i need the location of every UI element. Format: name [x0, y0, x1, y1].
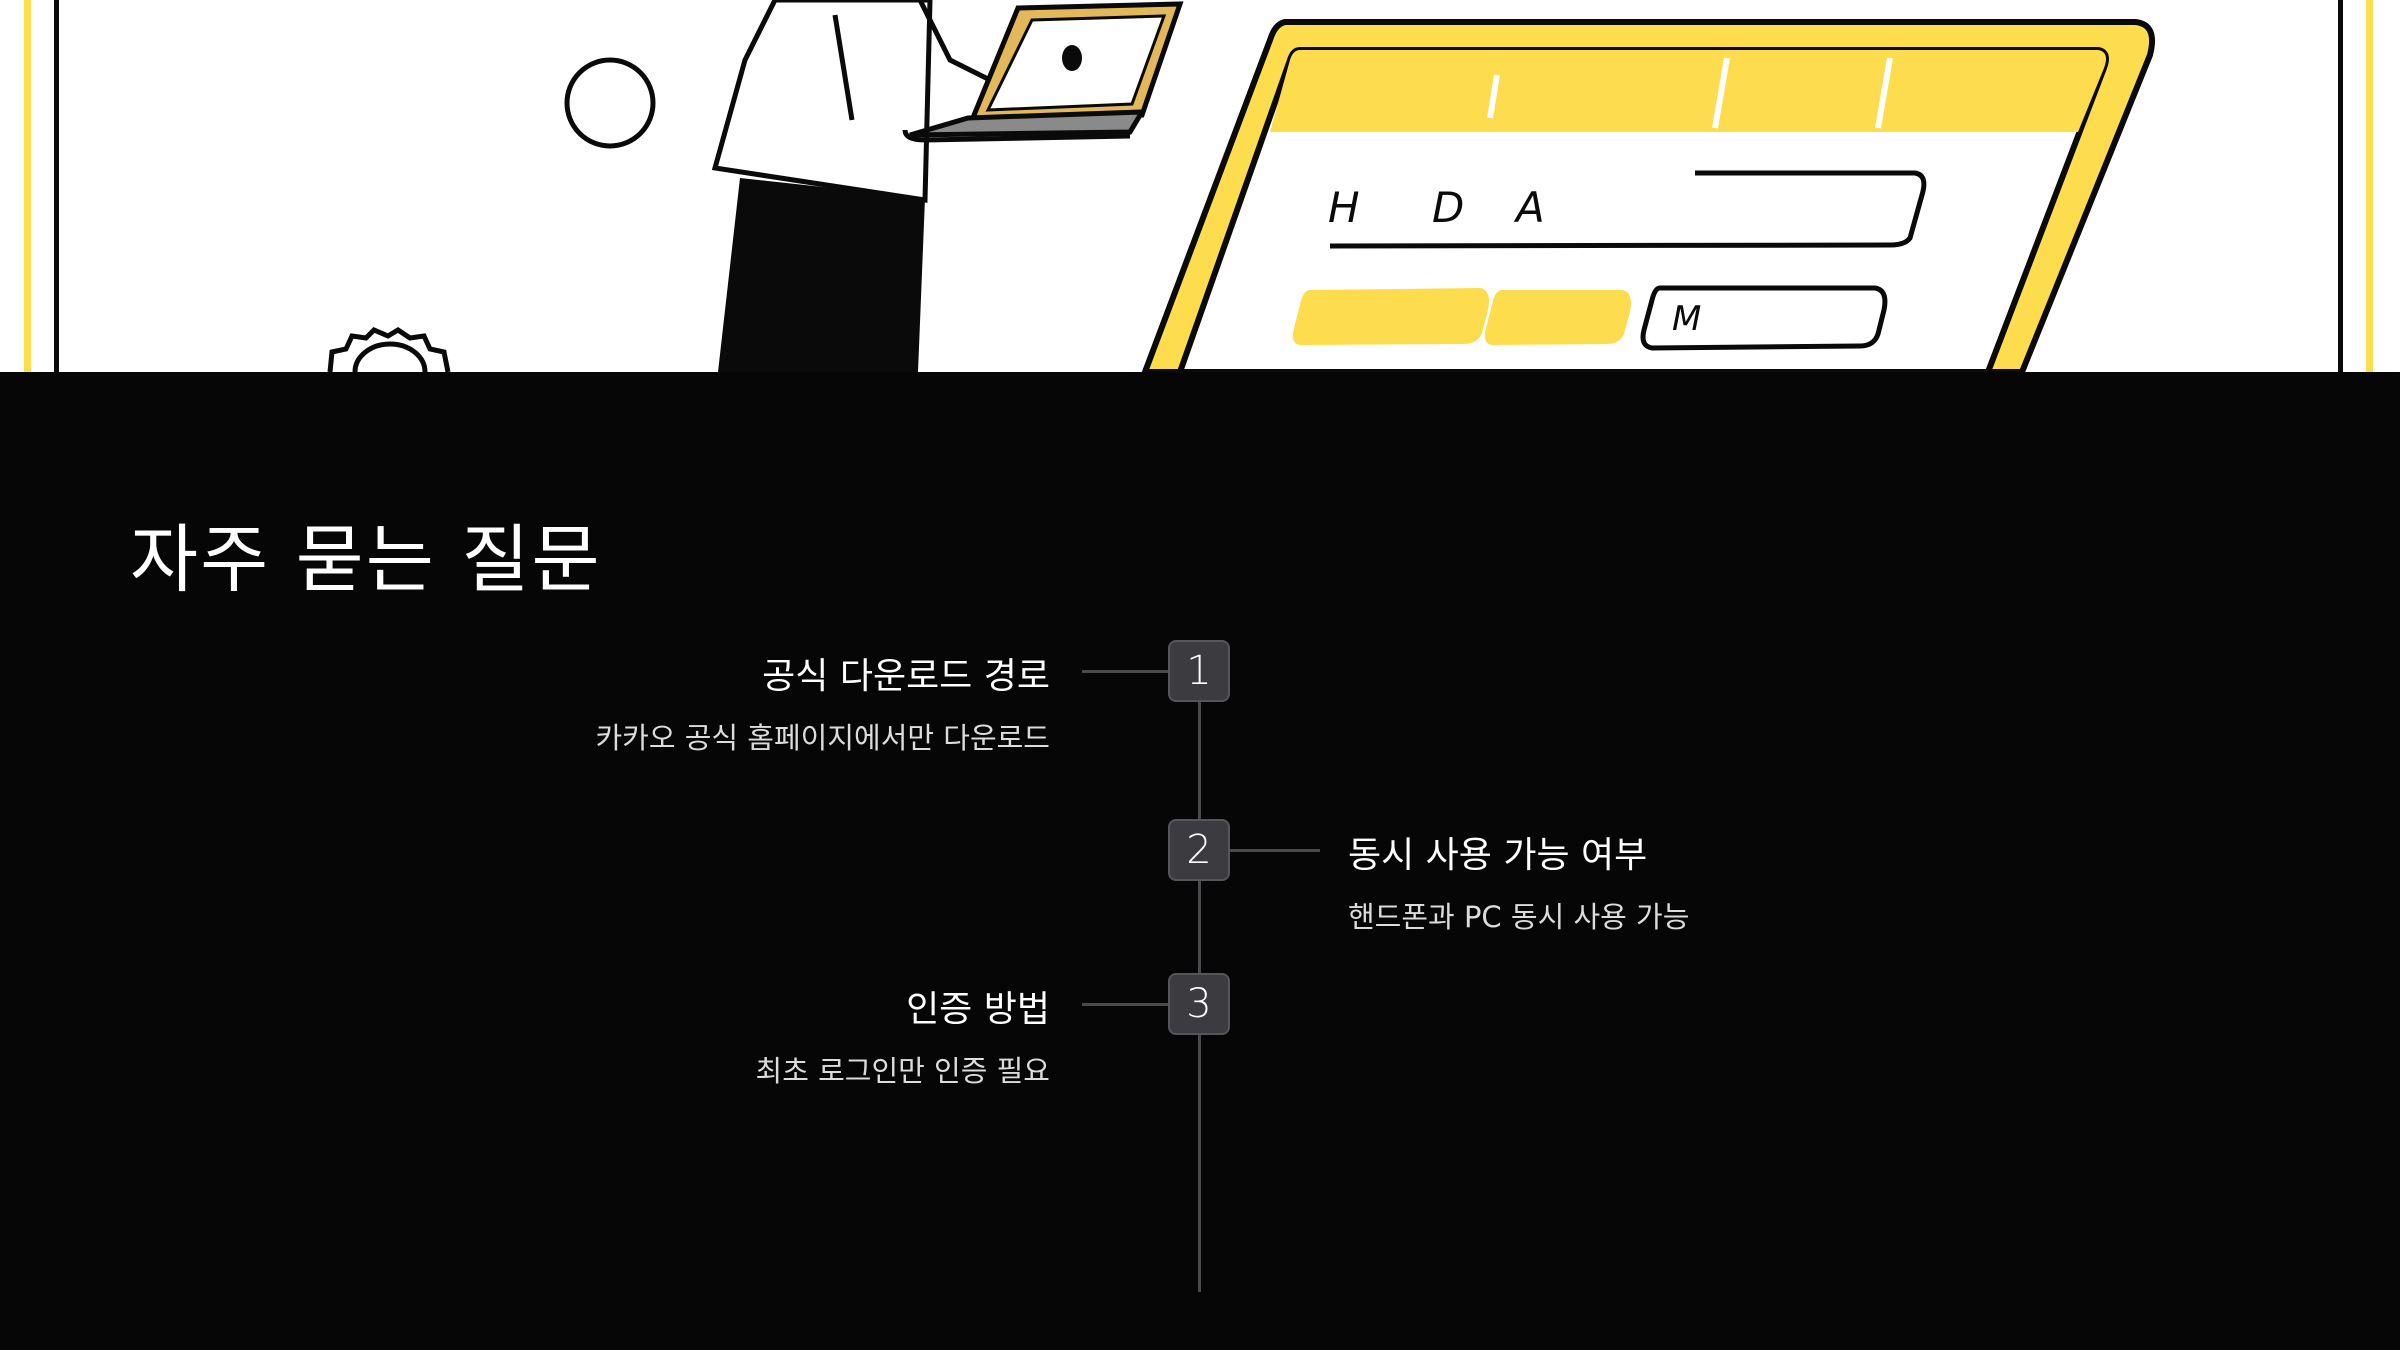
form-letter-a: A [1513, 183, 1545, 232]
laptop-icon [902, 1, 1184, 143]
faq-answer-2: 핸드폰과 PC 동시 사용 가능 [1348, 900, 1690, 934]
faq-answer-3: 최초 로그인만 인증 필요 [755, 1054, 1050, 1088]
circle-doodle-icon [564, 57, 656, 149]
step-badge-2: 2 [1168, 819, 1230, 881]
connector-1 [1082, 670, 1172, 673]
form-letter-d: D [1432, 183, 1464, 232]
connector-3 [1082, 1003, 1172, 1006]
form-field-letter: M [1672, 299, 1701, 339]
form-window-illustration: H D A M [1141, 19, 2156, 372]
connector-2 [1230, 849, 1320, 852]
step-badge-3: 3 [1168, 973, 1230, 1035]
hero-illustration-svg: H D A M [24, 0, 2373, 372]
form-letter-h: H [1328, 183, 1360, 232]
faq-title: 자주 묻는 질문 [130, 517, 602, 603]
step-badge-1: 1 [1168, 640, 1230, 702]
faq-question-3[interactable]: 인증 방법 [906, 989, 1050, 1030]
faq-answer-1: 카카오 공식 홈페이지에서만 다운로드 [595, 721, 1050, 755]
hero-illustration: H D A M [0, 0, 2400, 372]
gear-icon [327, 327, 451, 372]
faq-question-2[interactable]: 동시 사용 가능 여부 [1348, 835, 1648, 876]
faq-section: 자주 묻는 질문 1 공식 다운로드 경로 카카오 공식 홈페이지에서만 다운로… [0, 372, 2400, 1350]
faq-question-1[interactable]: 공식 다운로드 경로 [762, 656, 1050, 697]
